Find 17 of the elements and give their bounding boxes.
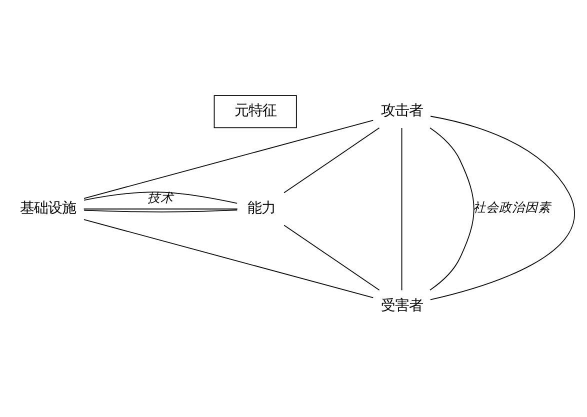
- connector: [84, 119, 374, 198]
- node-box: 元特征: [214, 94, 297, 128]
- connector: [84, 218, 374, 298]
- connector: [284, 224, 380, 290]
- node-text: 基础设施: [20, 200, 76, 216]
- connector: [84, 191, 238, 204]
- node-text: 受害者: [380, 297, 423, 314]
- connector: [84, 209, 238, 212]
- connector: [284, 126, 380, 193]
- node-text: 能力: [248, 200, 276, 216]
- connector: [430, 115, 574, 300]
- connector: [83, 208, 238, 209]
- node-text: 攻击者: [380, 102, 423, 119]
- connector: [401, 127, 402, 290]
- edge-label: 技术: [148, 190, 174, 205]
- connector: [430, 126, 474, 290]
- edge-label: 社会政治因素: [473, 198, 552, 214]
